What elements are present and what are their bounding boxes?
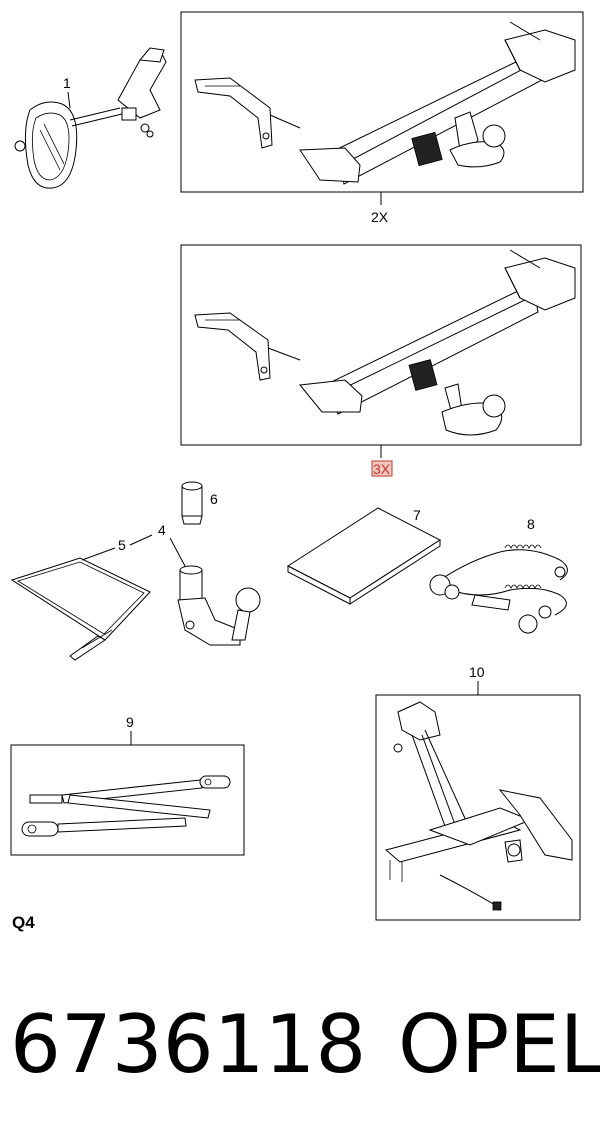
rods-kit-illustration [21, 775, 231, 837]
bike-carrier-frame [375, 694, 581, 921]
leader-5 [81, 547, 116, 561]
rods-kit-frame [10, 744, 245, 856]
tow-bar-frame-2x [180, 11, 584, 193]
tow-bar-illustration-3x [194, 249, 576, 436]
callout-4: 4 [158, 522, 166, 538]
storage-bag-illustration [10, 557, 151, 661]
towing-mirror-illustration [14, 47, 167, 189]
tow-bar-illustration-2x [194, 21, 576, 185]
leader-4 [169, 537, 186, 567]
brand-name: OPEL [398, 998, 600, 1091]
callout-8: 8 [527, 516, 535, 532]
bike-carrier-illustration [384, 701, 573, 911]
callout-10: 10 [469, 664, 485, 680]
callout-7: 7 [413, 507, 421, 523]
instruction-booklet-illustration [287, 507, 441, 605]
callout-9: 9 [126, 714, 134, 730]
leader-1 [67, 91, 71, 109]
callout-5: 5 [118, 537, 126, 553]
wiring-harness-illustration [429, 544, 568, 634]
section-label: Q4 [12, 913, 35, 932]
callout-2x: 2X [371, 209, 389, 225]
callout-3x-highlight [371, 460, 393, 477]
callout-1: 1 [63, 75, 71, 91]
callout-3x: 3X [373, 461, 391, 477]
socket-cap-illustration [181, 481, 203, 525]
callout-6: 6 [210, 491, 218, 507]
part-number: 6736118 [10, 998, 367, 1091]
leader-5-4 [129, 534, 153, 546]
tow-ball-illustration [177, 565, 261, 646]
